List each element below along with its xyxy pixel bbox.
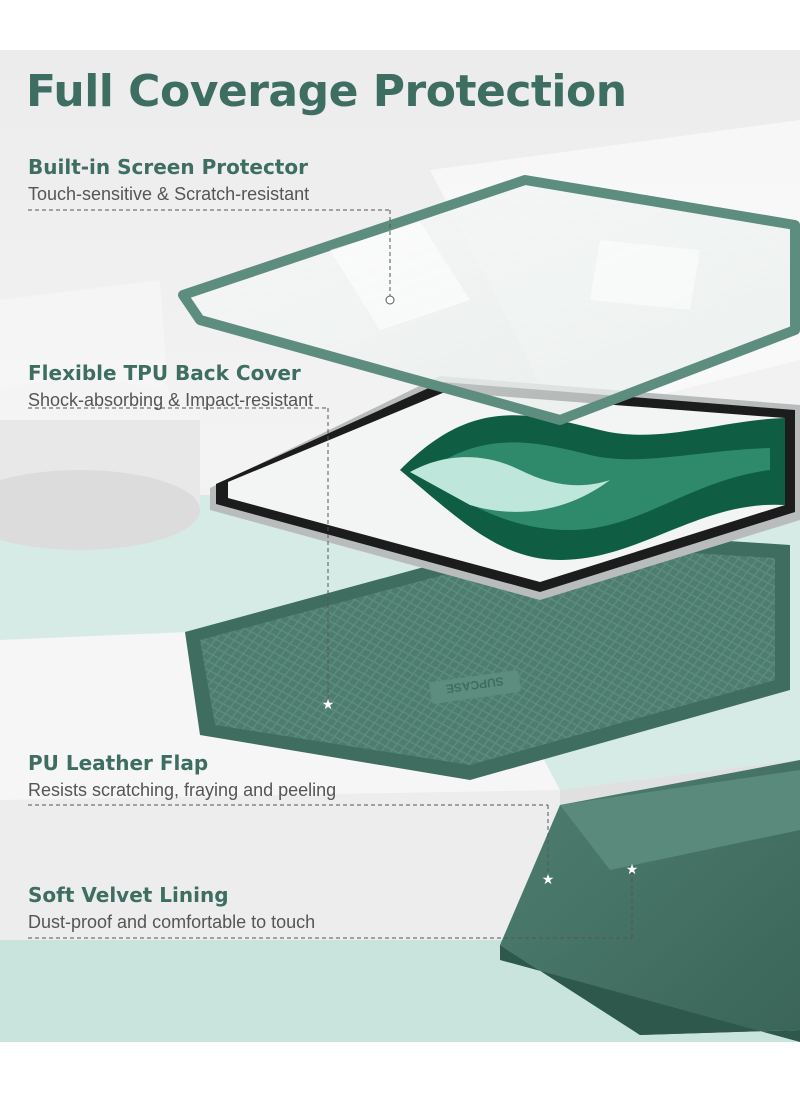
feature-tpu-back-cover: Flexible TPU Back Cover Shock-absorbing … (28, 361, 313, 410)
page-title: Full Coverage Protection (26, 66, 627, 117)
feature-subtitle: Shock-absorbing & Impact-resistant (28, 390, 314, 410)
feature-subtitle: Dust-proof and comfortable to touch (28, 912, 316, 932)
leader-lines (28, 209, 633, 939)
feature-velvet-lining: Soft Velvet Lining Dust-proof and comfor… (28, 883, 315, 932)
screen-protector (178, 175, 800, 425)
feature-pu-leather-flap: PU Leather Flap Resists scratching, fray… (28, 751, 336, 800)
feature-heading: Soft Velvet Lining (28, 883, 229, 907)
feature-subtitle: Resists scratching, fraying and peeling (28, 780, 337, 800)
feature-heading: PU Leather Flap (28, 751, 209, 775)
dot-marker-icon (385, 295, 395, 305)
tpu-back-cover: SUPCASE (185, 530, 790, 780)
star-marker-icon: ★ (626, 861, 639, 877)
tablet (210, 376, 800, 600)
feature-heading: Built-in Screen Protector (28, 155, 308, 179)
leather-flap (500, 760, 800, 1042)
feature-subtitle: Touch-sensitive & Scratch-resistant (28, 184, 310, 204)
star-marker-icon: ★ (322, 696, 335, 712)
star-marker-icon: ★ (542, 871, 555, 887)
feature-screen-protector: Built-in Screen Protector Touch-sensitiv… (28, 155, 309, 204)
feature-heading: Flexible TPU Back Cover (28, 361, 301, 385)
